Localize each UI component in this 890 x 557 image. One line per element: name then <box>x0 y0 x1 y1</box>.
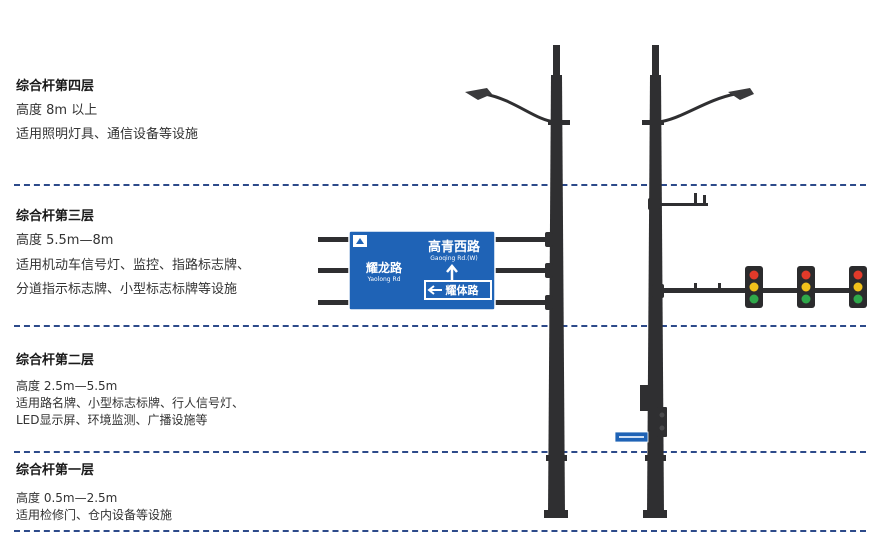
layer-2: 综合杆第二层 高度 2.5m—5.5m 适用路名牌、小型标志标牌、行人信号灯、 … <box>16 352 244 429</box>
traffic-light-1 <box>745 266 763 308</box>
sign-place1-cn: 高青西路 <box>428 239 481 255</box>
right-lamp-head <box>728 88 754 100</box>
right-pole-base <box>643 510 667 518</box>
left-arrow-icon <box>427 285 442 295</box>
layer-3: 综合杆第三层 高度 5.5m—8m 适用机动车信号灯、监控、指路标志牌、 分道指… <box>16 208 250 301</box>
divider-bottom <box>14 530 866 532</box>
equipment-box <box>640 385 652 411</box>
left-pole-top-cap <box>553 45 560 75</box>
sign-place1-en: Gaoqing Rd.(W) <box>430 255 478 262</box>
layer-3-height: 高度 5.5m—8m <box>16 233 114 248</box>
traffic-light-3 <box>849 266 867 308</box>
layer-1: 综合杆第一层 高度 0.5m—2.5m 适用检修门、仓内设备等设施 <box>16 462 172 524</box>
right-small-arm <box>650 203 708 206</box>
divider-3-2 <box>14 325 866 327</box>
right-lamp-arm <box>657 92 736 124</box>
layer-2-usage-1: 适用路名牌、小型标志标牌、行人信号灯、 <box>16 396 245 410</box>
divider-2-1 <box>14 451 866 453</box>
layer-3-title: 综合杆第三层 <box>16 209 95 224</box>
layer-1-height: 高度 0.5m—2.5m <box>16 491 118 505</box>
layer-4-usage: 适用照明灯具、通信设备等设施 <box>16 127 199 142</box>
right-pole-top-cap <box>652 45 659 75</box>
left-pole-base <box>544 510 568 518</box>
left-lamp-arm <box>484 92 556 124</box>
layer-2-title: 综合杆第二层 <box>16 353 95 368</box>
road-sign: 高青西路 Gaoqing Rd.(W) 耀龙路 Yaolong Rd 耀体路 <box>348 230 496 311</box>
layer-1-usage: 适用检修门、仓内设备等设施 <box>16 508 173 522</box>
layer-3-usage-1: 适用机动车信号灯、监控、指路标志牌、 <box>16 258 251 273</box>
traffic-light-2 <box>797 266 815 308</box>
layer-4-title: 综合杆第四层 <box>16 79 95 94</box>
pedestrian-signal <box>657 407 667 437</box>
left-pole-shaft <box>548 75 565 515</box>
sign-place2-en: Yaolong Rd <box>366 276 400 283</box>
left-lamp-head <box>465 88 492 100</box>
layer-4-height: 高度 8m 以上 <box>16 103 98 118</box>
layer-2-height: 高度 2.5m—5.5m <box>16 379 118 393</box>
sign-place2-cn: 耀龙路 <box>365 260 403 275</box>
divider-4-3 <box>14 184 866 186</box>
sign-place3-box <box>426 282 490 298</box>
layer-2-usage-2: LED显示屏、环境监测、广播设施等 <box>16 413 208 427</box>
layer-1-title: 综合杆第一层 <box>16 463 95 478</box>
sign-place3-cn: 耀体路 <box>446 283 480 297</box>
layer-3-usage-2: 分道指示标志牌、小型标志标牌等设施 <box>16 282 238 297</box>
right-pole <box>614 45 867 518</box>
layer-4: 综合杆第四层 高度 8m 以上 适用照明灯具、通信设备等设施 <box>16 78 198 146</box>
up-arrow-icon <box>446 264 458 280</box>
